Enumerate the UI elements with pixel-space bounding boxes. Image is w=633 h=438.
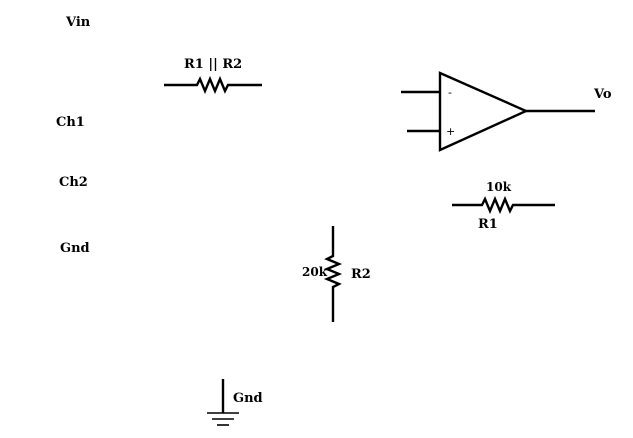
- resistor-r1-value: 10k: [486, 180, 512, 194]
- resistor-r1-name: R1: [478, 217, 498, 232]
- vin-label: Vin: [65, 15, 91, 30]
- ch2-label: Ch2: [59, 175, 88, 190]
- ground-label: Gnd: [233, 391, 263, 406]
- parallel-resistor-symbol: [164, 75, 262, 95]
- opamp-plus-sign: +: [446, 125, 455, 138]
- opamp[interactable]: - +: [401, 71, 595, 152]
- vo-label: Vo: [593, 87, 612, 102]
- resistor-r2-value: 20k: [302, 265, 328, 279]
- resistor-r1-symbol: [452, 195, 555, 215]
- resistor-r2[interactable]: 20k R2: [302, 226, 371, 322]
- ground-symbol[interactable]: Gnd: [207, 379, 263, 426]
- parallel-resistor[interactable]: R1 || R2: [164, 57, 262, 95]
- ch1-label: Ch1: [56, 115, 85, 130]
- parallel-resistor-label: R1 || R2: [184, 57, 242, 72]
- opamp-triangle: [438, 71, 529, 152]
- resistor-r1[interactable]: 10k R1: [452, 180, 555, 232]
- resistor-r2-name: R2: [351, 267, 371, 282]
- resistor-r2-symbol: [323, 226, 343, 322]
- opamp-minus-sign: -: [448, 86, 452, 99]
- gnd-label: Gnd: [60, 241, 90, 256]
